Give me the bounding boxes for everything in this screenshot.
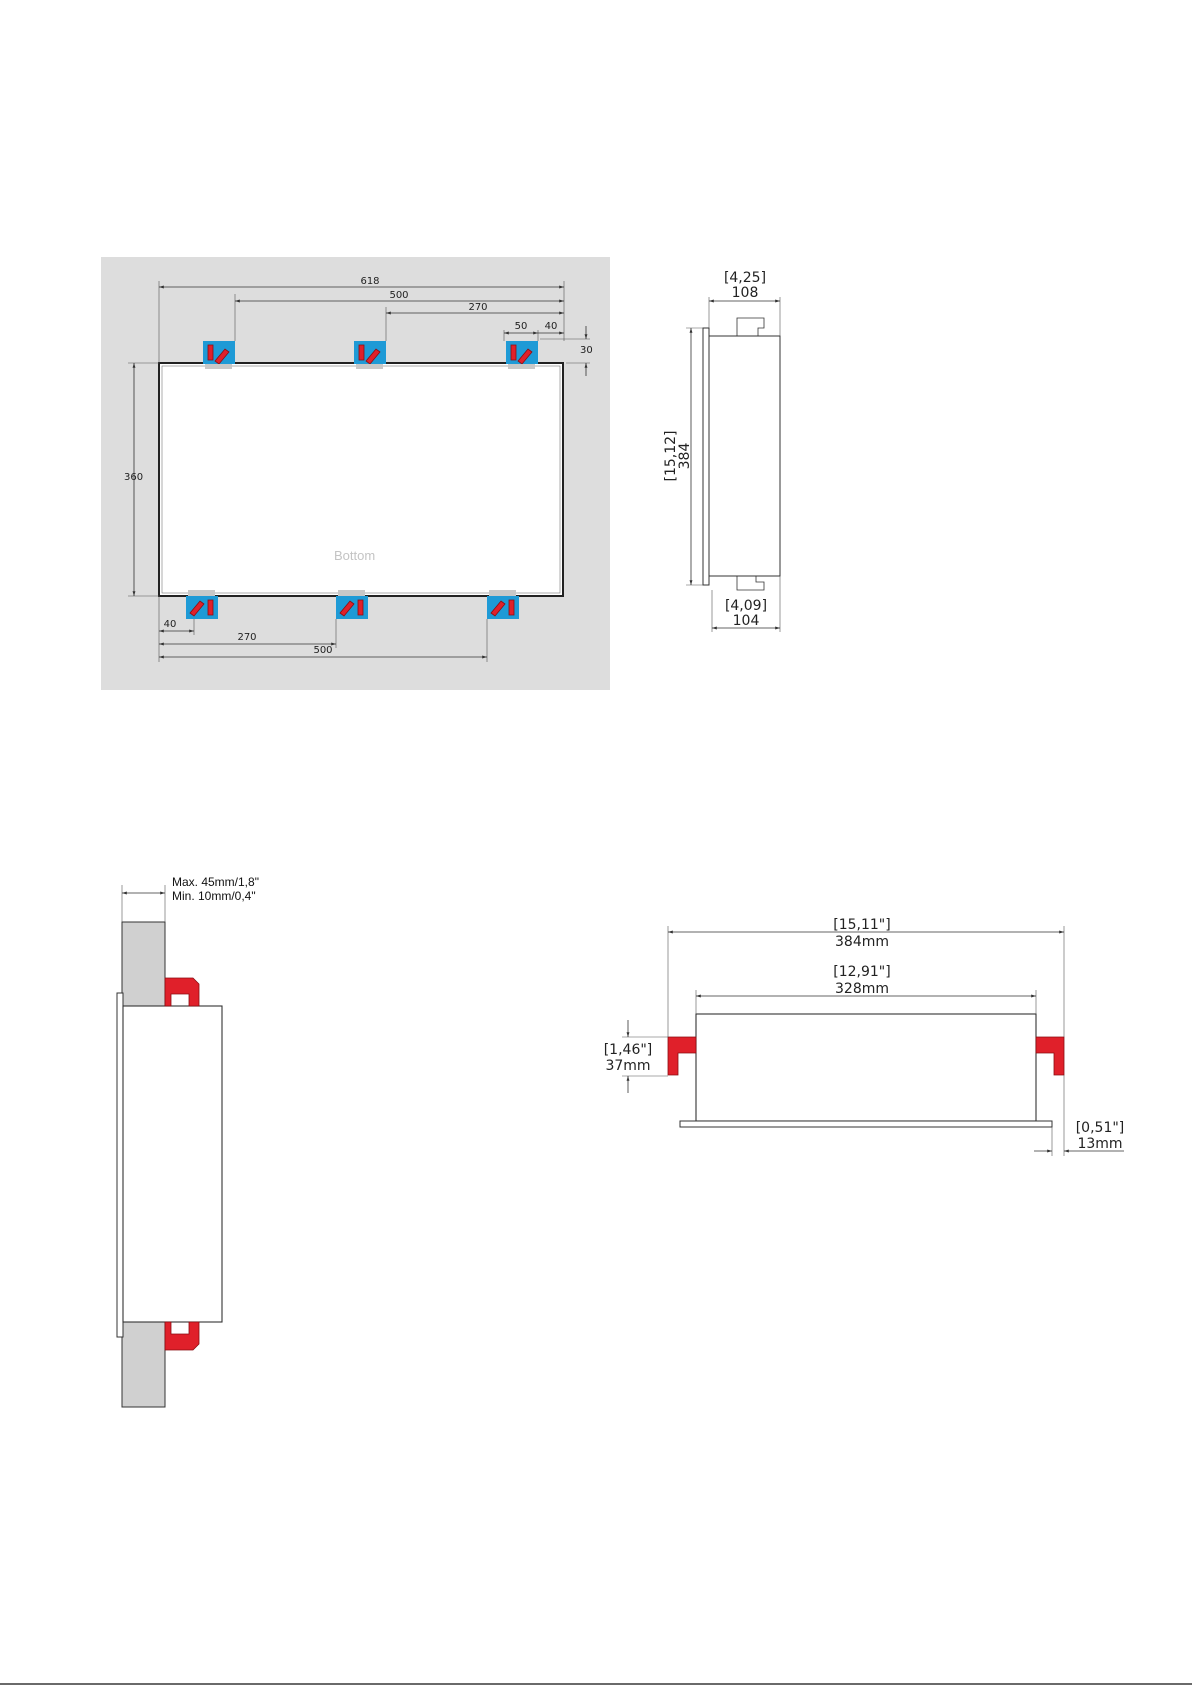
clamp-arm-icon [358,600,363,615]
top-view-body [696,1014,1036,1121]
wall-clamp-bottom [165,1322,199,1350]
side-bezel [703,328,709,585]
wall-view-bezel [117,993,123,1337]
bottom-clamp-3 [487,590,519,619]
dim-40-top: 40 [545,321,558,332]
clamp-foot [489,590,516,596]
wall-view-body [123,1006,222,1322]
dim-500-bottom: 500 [313,645,332,656]
top-lip-inch: [0,51"] [1076,1120,1125,1136]
side-bottom-hook [737,576,764,590]
dim-270-top: 270 [468,302,487,313]
top-clamp-2 [354,341,386,369]
top-lip-mm: 13mm [1077,1136,1122,1152]
clamp-foot [338,590,365,596]
side-top-mm: 108 [732,285,759,301]
wall-min-thickness: Min. 10mm/0,4" [172,889,256,903]
wall-bottom [122,1321,165,1407]
clamp-arm-icon [509,600,514,615]
top-clamp-3 [506,341,538,369]
clamp-foot [508,364,535,369]
dim-270-bottom: 270 [237,632,256,643]
side-height-mm: 384 [677,443,693,470]
clamp-arm-icon [359,345,364,360]
dim-50: 50 [515,321,528,332]
clamp-foot [205,364,232,369]
top-view: [15,11"] 384mm [12,91"] 328mm [1,46"] 37… [604,917,1125,1156]
top-view-flange [680,1121,1052,1127]
top-overall-mm: 384mm [835,934,889,950]
clamp-arm-icon [511,345,516,360]
clamp-arm-icon [208,600,213,615]
dim-30: 30 [580,345,593,356]
wall-clamp-top [165,978,199,1006]
top-view-clamp-left [668,1037,696,1075]
side-top-inch: [4,25] [724,270,766,286]
side-bottom-mm: 104 [733,613,760,629]
side-bottom-inch: [4,09] [725,598,767,614]
wall-section-view: Max. 45mm/1,8" Min. 10mm/0,4" [117,875,259,1407]
face-label-bottom: Bottom [334,548,375,563]
side-body [709,336,780,576]
front-view: 618 500 270 50 40 30 360 Bottom 40 [101,257,610,690]
wall-max-thickness: Max. 45mm/1,8" [172,875,259,889]
clamp-arm-icon [208,345,213,360]
dim-500-top: 500 [389,290,408,301]
wall-top [122,922,165,1007]
dim-360: 360 [124,472,143,483]
clamp-foot [188,590,215,596]
top-inner-mm: 328mm [835,981,889,997]
top-view-clamp-right [1036,1037,1064,1075]
top-inner-inch: [12,91"] [833,964,890,980]
side-top-hook [737,318,764,336]
bottom-clamp-2 [336,590,368,619]
top-depth-inch: [1,46"] [604,1042,653,1058]
top-depth-mm: 37mm [605,1058,650,1074]
top-clamp-1 [203,341,235,369]
bottom-clamp-1 [186,590,218,619]
dim-40-bottom: 40 [164,619,177,630]
top-overall-inch: [15,11"] [833,917,890,933]
dim-618: 618 [360,276,379,287]
clamp-foot [356,364,383,369]
side-view: [4,25] 108 [15,12] 384 [4,09] 104 [663,270,780,632]
